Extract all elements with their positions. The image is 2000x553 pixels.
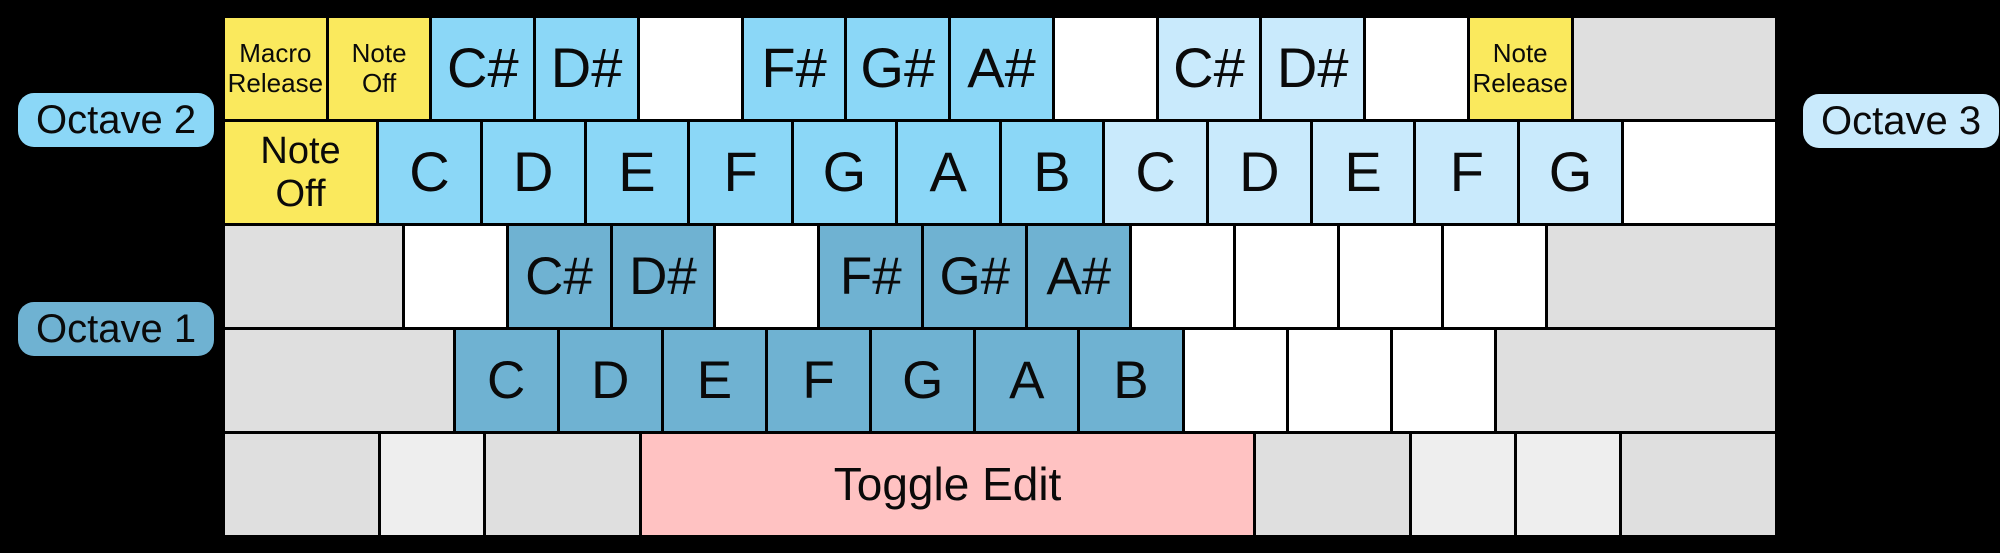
key-note-off: Note Off (225, 122, 377, 223)
key-g: G (872, 330, 974, 431)
key-modifier-blank (225, 226, 402, 327)
key-blank (404, 226, 506, 327)
key-d-sharp: D# (1262, 18, 1364, 119)
key-f: F (1416, 122, 1518, 223)
key-d-sharp: D# (536, 18, 637, 119)
key-g: G (1520, 122, 1621, 223)
key-modifier-blank (225, 434, 378, 535)
key-blank (639, 18, 741, 119)
key-modifier-blank (1547, 226, 1776, 327)
key-a-sharp: A# (951, 18, 1052, 119)
key-e: E (586, 122, 688, 223)
key-modifier-blank (1256, 434, 1410, 535)
key-toggle-edit: Toggle Edit (641, 434, 1254, 535)
key-d: D (482, 122, 584, 223)
key-modifier-blank (225, 330, 453, 431)
key-d: D (559, 330, 661, 431)
key-modifier-blank (1517, 434, 1620, 535)
key-modifier-blank (380, 434, 483, 535)
key-modifier-blank (1496, 330, 1776, 431)
key-d: D (1208, 122, 1310, 223)
key-macro-release: Macro Release (225, 18, 326, 119)
key-e: E (663, 330, 765, 431)
key-blank (1184, 330, 1286, 431)
key-g-sharp: G# (924, 226, 1026, 327)
key-blank (1054, 18, 1156, 119)
key-blank (1132, 226, 1234, 327)
key-g-sharp: G# (847, 18, 949, 119)
home-row: C#D# F#G#A# (225, 226, 1776, 327)
key-modifier-blank (1573, 18, 1776, 119)
key-a: A (897, 122, 999, 223)
key-c-sharp: C# (432, 18, 534, 119)
key-modifier-blank (1412, 434, 1515, 535)
key-f-sharp: F# (743, 18, 845, 119)
space-row: Toggle Edit (225, 434, 1776, 535)
key-note-off: Note Off (328, 18, 430, 119)
key-c-sharp: C# (1158, 18, 1260, 119)
key-a: A (976, 330, 1078, 431)
key-blank (1366, 18, 1467, 119)
octave-3-label: Octave 3 (1803, 94, 2000, 148)
octave-1-label-text: Octave 1 (36, 307, 197, 351)
key-c: C (455, 330, 557, 431)
key-blank (716, 226, 818, 327)
key-blank (1392, 330, 1494, 431)
key-b: B (1001, 122, 1103, 223)
key-b: B (1080, 330, 1182, 431)
octave-2-label: Octave 2 (18, 93, 215, 147)
octave-1-label: Octave 1 (18, 302, 215, 356)
key-d-sharp: D# (612, 226, 714, 327)
key-f: F (767, 330, 870, 431)
key-g: G (794, 122, 895, 223)
octave-3-label-text: Octave 3 (1821, 99, 1982, 143)
key-c: C (379, 122, 480, 223)
key-blank (1623, 122, 1775, 223)
key-f-sharp: F# (820, 226, 922, 327)
key-modifier-blank (485, 434, 639, 535)
key-note-release: Note Release (1469, 18, 1571, 119)
key-f: F (690, 122, 792, 223)
key-blank (1288, 330, 1390, 431)
octave-2-label-text: Octave 2 (36, 98, 197, 142)
key-c: C (1105, 122, 1206, 223)
key-blank (1236, 226, 1338, 327)
key-modifier-blank (1622, 434, 1776, 535)
key-e: E (1312, 122, 1414, 223)
key-blank (1340, 226, 1442, 327)
key-blank (1444, 226, 1545, 327)
key-a-sharp: A# (1028, 226, 1130, 327)
key-c-sharp: C# (508, 226, 610, 327)
